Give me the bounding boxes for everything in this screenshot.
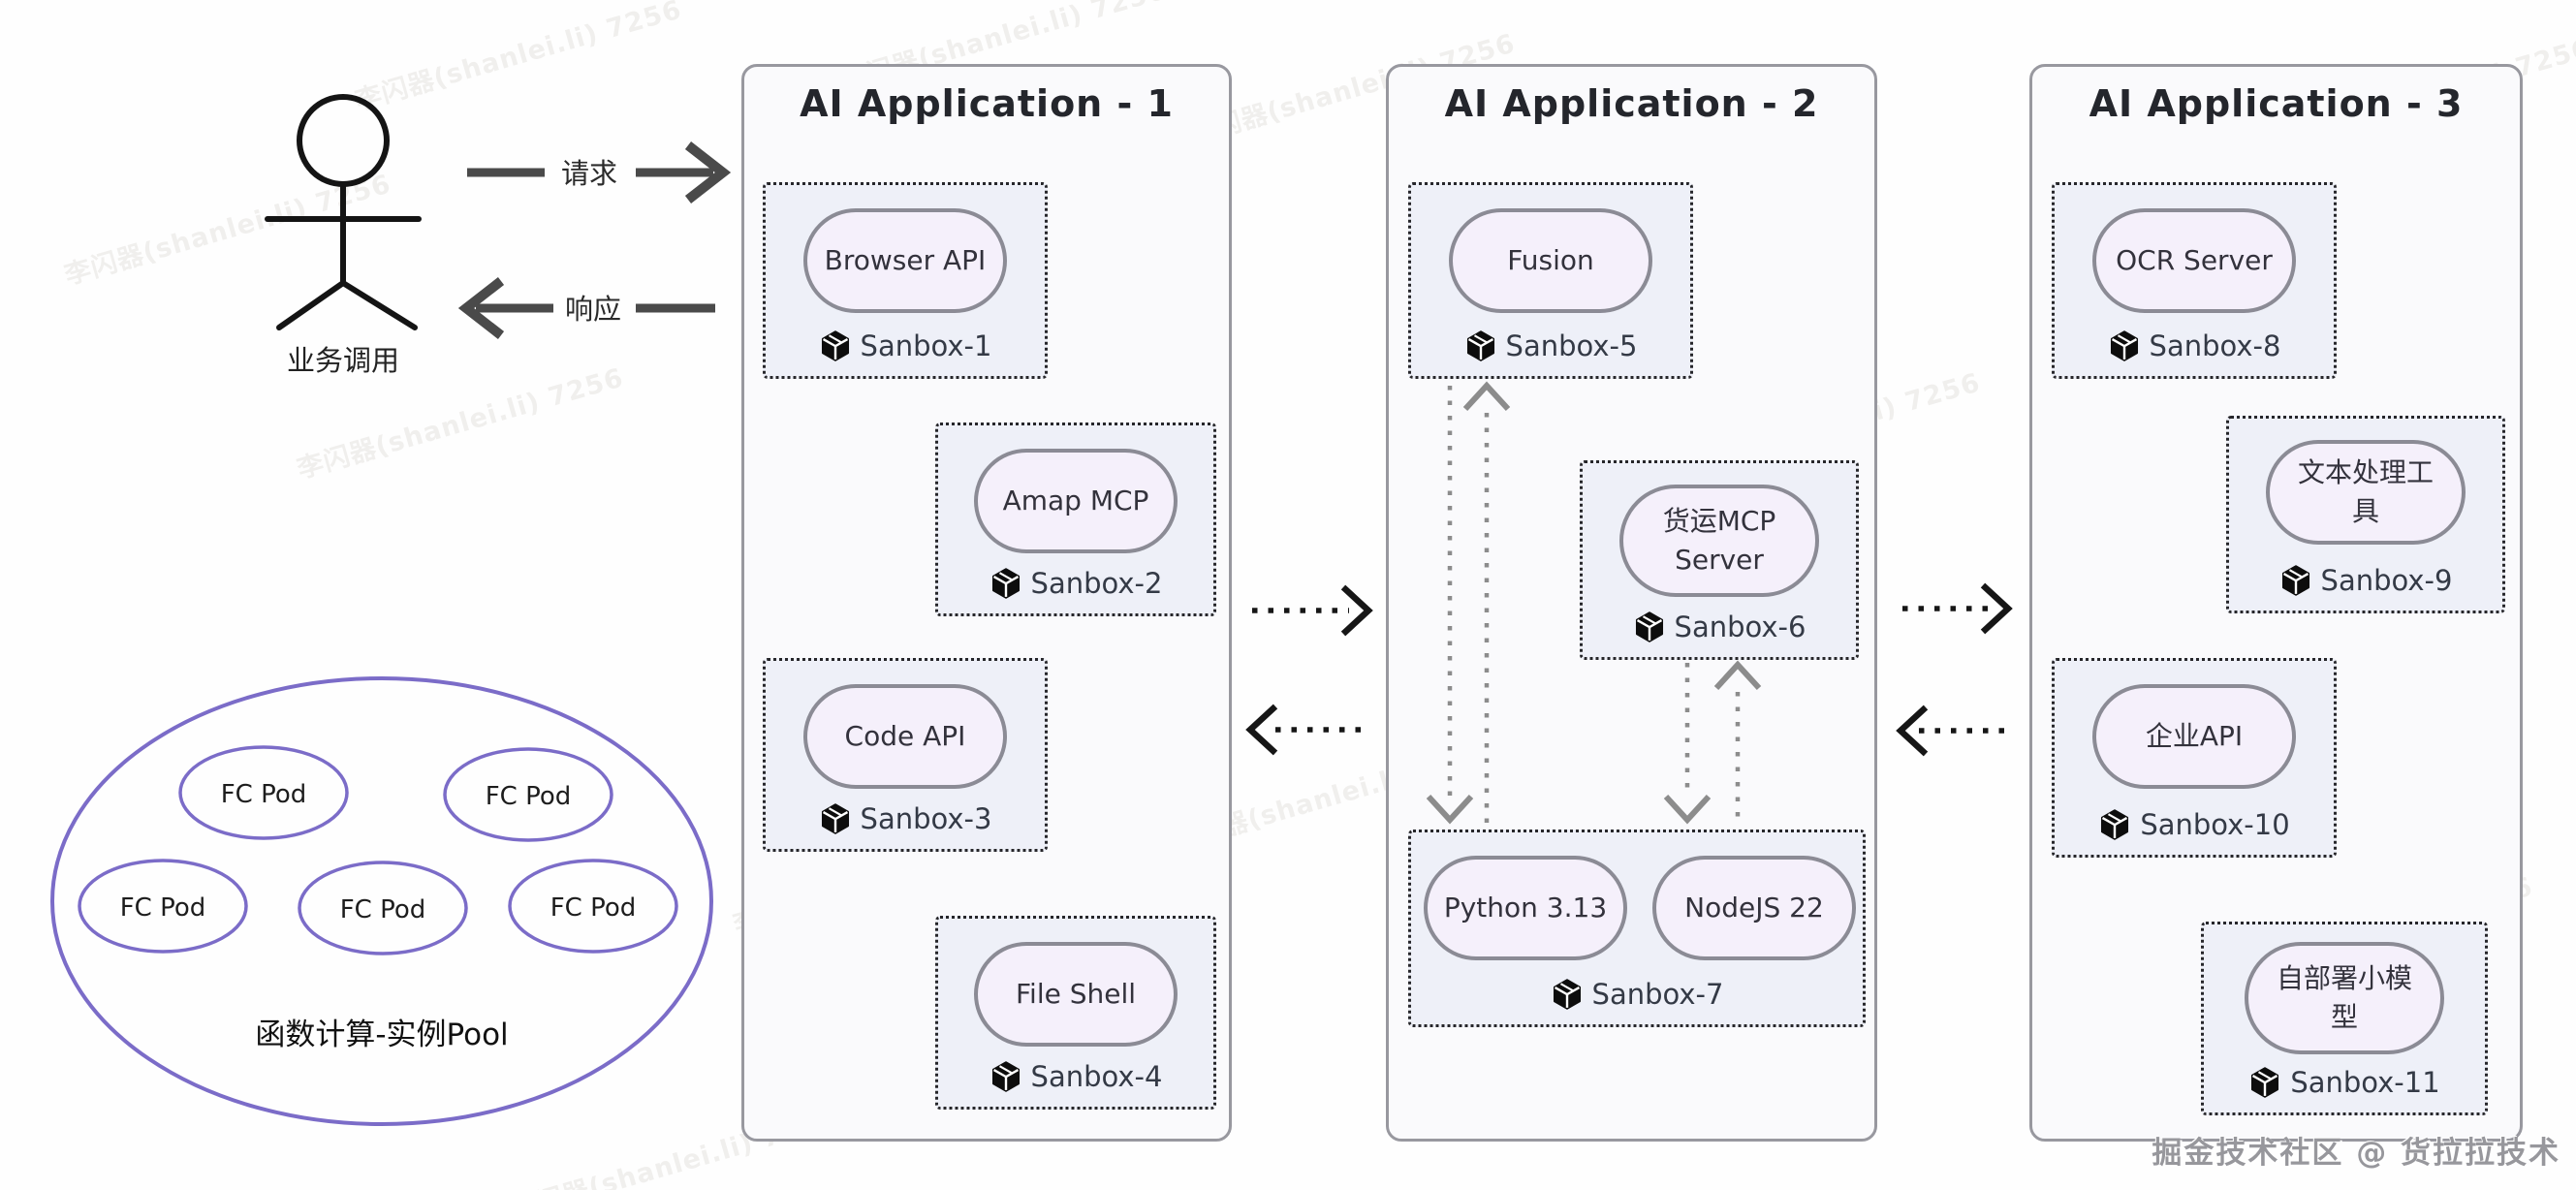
actor-icon — [265, 94, 422, 330]
sandbox-1: Browser API Sanbox-1 — [763, 182, 1048, 379]
cube-icon — [2101, 809, 2129, 840]
sandbox-label: Sanbox-7 — [1411, 978, 1863, 1011]
fc-pod — [443, 747, 613, 842]
sandbox-label: Sanbox-9 — [2229, 564, 2502, 597]
sandbox-label: Sanbox-8 — [2055, 329, 2334, 362]
service-pill-browser-api: Browser API — [803, 208, 1007, 313]
service-pill-fusion: Fusion — [1449, 208, 1652, 313]
sandbox-label: Sanbox-3 — [766, 802, 1045, 835]
sandbox-name: Sanbox-1 — [860, 329, 992, 362]
fc-pod — [78, 859, 248, 954]
sandbox-label: Sanbox-1 — [766, 329, 1045, 362]
sandbox-label: Sanbox-6 — [1583, 611, 1856, 643]
cube-icon — [821, 803, 849, 834]
service-pill-text-tools: 文本处理工具 — [2266, 440, 2466, 545]
service-pill-self-hosted-model: 自部署小模型 — [2245, 942, 2444, 1054]
sandbox-label: Sanbox-10 — [2055, 808, 2334, 841]
cube-icon — [991, 1061, 1020, 1092]
actor-label: 业务调用 — [287, 344, 399, 377]
service-pill-amap-mcp: Amap MCP — [974, 449, 1178, 553]
sandbox-name: Sanbox-3 — [860, 802, 992, 835]
cube-icon — [2281, 565, 2309, 596]
arrow-panel2-to-panel3 — [1902, 582, 2013, 635]
sandbox-9: 文本处理工具 Sanbox-9 — [2226, 416, 2505, 613]
service-pill-freight-mcp-server: 货运MCP Server — [1619, 485, 1819, 597]
sandbox-name: Sanbox-4 — [1030, 1060, 1163, 1093]
sandbox-name: Sanbox-9 — [2320, 564, 2453, 597]
cube-icon — [821, 330, 849, 361]
service-pill-code-api: Code API — [803, 684, 1007, 789]
cube-icon — [1466, 330, 1494, 361]
sandbox-name: Sanbox-11 — [2290, 1066, 2440, 1099]
request-arrow — [467, 141, 732, 204]
sandbox-7: Python 3.13 NodeJS 22 Sanbox-7 — [1408, 830, 1866, 1027]
sandbox-label: Sanbox-2 — [938, 567, 1213, 600]
fc-pod-label: FC Pod — [120, 893, 206, 923]
sandbox-8: OCR Server Sanbox-8 — [2052, 182, 2337, 379]
arrow-panel3-to-panel2 — [1896, 705, 2004, 757]
sandbox-name: Sanbox-2 — [1030, 567, 1163, 600]
credit-watermark: 掘金技术社区 @ 货拉拉技术 — [2152, 1136, 2560, 1171]
fc-pod — [178, 745, 349, 840]
sandbox-name: Sanbox-5 — [1505, 329, 1638, 362]
sandbox-label: Sanbox-5 — [1411, 329, 1690, 362]
sandbox-5: Fusion Sanbox-5 — [1408, 182, 1693, 379]
sandbox-2: Amap MCP Sanbox-2 — [935, 423, 1216, 616]
pool-label: 函数计算-实例Pool — [255, 1018, 508, 1052]
sandbox-6: 货运MCP Server Sanbox-6 — [1580, 460, 1859, 660]
request-label: 请求 — [561, 157, 617, 190]
service-pill-nodejs: NodeJS 22 — [1652, 856, 1856, 960]
response-arrow — [457, 277, 715, 339]
sandbox-name: Sanbox-6 — [1674, 611, 1806, 643]
service-pill-ocr-server: OCR Server — [2092, 208, 2296, 313]
cube-icon — [991, 568, 1020, 599]
fc-pod-label: FC Pod — [221, 780, 307, 809]
response-label: 响应 — [565, 293, 621, 326]
sandbox-4: File Shell Sanbox-4 — [935, 916, 1216, 1110]
watermark: 李闪器(shanlei.li) 7256 — [352, 0, 685, 117]
cube-icon — [1635, 611, 1663, 642]
function-compute-pool: FC Pod FC Pod FC Pod FC Pod FC Pod 函数计算-… — [50, 676, 713, 1126]
service-pill-python: Python 3.13 — [1424, 856, 1627, 960]
panel-ai-application-3: AI Application - 3 OCR Server Sanbox-8 文… — [2029, 64, 2523, 1142]
panel-title: AI Application - 1 — [800, 82, 1174, 125]
sandbox-11: 自部署小模型 Sanbox-11 — [2201, 922, 2488, 1115]
watermark: 李闪器(shanlei.li) 7256 — [61, 169, 394, 292]
panel-title: AI Application - 2 — [1444, 82, 1819, 125]
fc-pod — [508, 859, 678, 954]
sandbox-name: Sanbox-8 — [2149, 329, 2281, 362]
cube-icon — [1553, 979, 1581, 1010]
arrow-panel1-to-panel2 — [1252, 584, 1373, 637]
sandbox-name: Sanbox-7 — [1591, 978, 1724, 1011]
panel-ai-application-2: AI Application - 2 Fusion Sanbox-5 货运MCP… — [1386, 64, 1877, 1142]
sandbox-10: 企业API Sanbox-10 — [2052, 658, 2337, 858]
fc-pod-label: FC Pod — [486, 782, 572, 811]
sandbox-name: Sanbox-10 — [2140, 808, 2290, 841]
fc-pod-label: FC Pod — [340, 895, 426, 924]
cube-icon — [2110, 330, 2138, 361]
fc-pod — [298, 861, 468, 955]
service-pill-enterprise-api: 企业API — [2092, 684, 2296, 789]
sandbox-label: Sanbox-11 — [2204, 1066, 2485, 1099]
service-pill-file-shell: File Shell — [974, 942, 1178, 1047]
sandbox-label: Sanbox-4 — [938, 1060, 1213, 1093]
arrow-panel2-to-panel1 — [1245, 704, 1361, 756]
sandbox-3: Code API Sanbox-3 — [763, 658, 1048, 852]
panel-title: AI Application - 3 — [2089, 82, 2464, 125]
watermark: 李闪器(shanlei.li) 7256 — [294, 362, 627, 485]
fc-pod-label: FC Pod — [550, 893, 637, 923]
panel-ai-application-1: AI Application - 1 Browser API Sanbox-1 … — [741, 64, 1232, 1142]
cube-icon — [2251, 1067, 2279, 1098]
